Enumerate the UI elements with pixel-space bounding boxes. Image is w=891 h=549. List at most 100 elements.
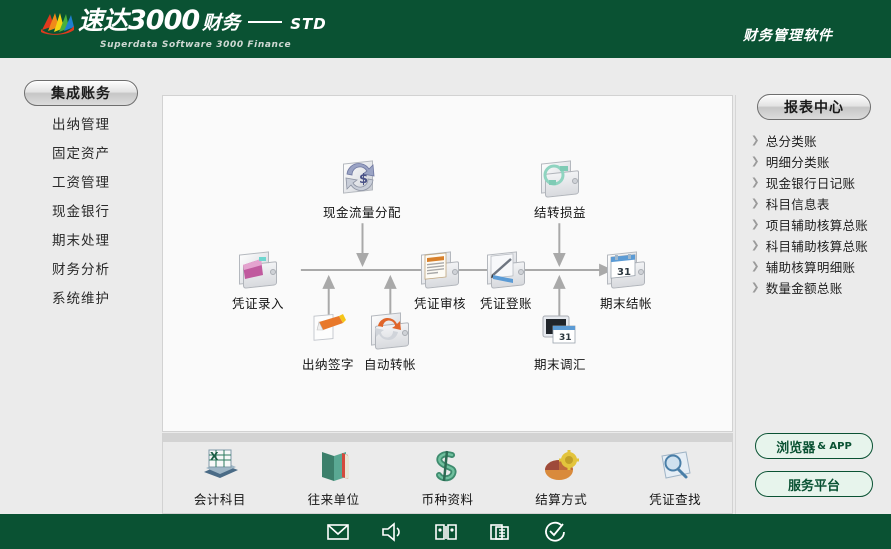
sidebar-item-fixed-assets[interactable]: 固定资产 [52,145,110,162]
left-sidebar: 集成账务 出纳管理 固定资产 工资管理 现金银行 期末处理 财务分析 系统维护 [0,58,162,514]
logo-number: 3000 [128,5,200,36]
footer-bar [0,514,891,549]
workflow-node-period-close[interactable]: 31 期末结帐 [583,249,669,312]
report-item-account-aux-ledger[interactable]: ❯ 科目辅助核算总账 [751,235,891,256]
cashier-sign-icon [305,310,351,352]
service-platform-label: 服务平台 [787,478,840,494]
currency-icon [425,448,469,486]
report-item-label: 现金银行日记账 [765,176,856,191]
chevron-right-icon: ❯ [751,261,760,272]
svg-text:31: 31 [617,267,631,278]
chevron-right-icon: ❯ [751,198,760,209]
ledger-accounts-icon: X [198,448,242,486]
shortcut-voucher-search[interactable]: 凭证查找 [627,448,723,508]
shortcut-label: 往来单位 [307,492,360,507]
shortcut-partner-units[interactable]: 往来单位 [286,448,382,508]
shortcut-label: 凭证查找 [649,492,702,507]
shortcut-bar: X 会计科目 往来单位 [162,442,733,514]
fx-adjust-icon: 31 [537,310,583,352]
sidebar-item-financial-analysis[interactable]: 财务分析 [52,261,110,278]
sidebar-item-payroll[interactable]: 工资管理 [52,174,110,191]
report-item-label: 数量金额总账 [765,281,843,296]
shortcut-settlement[interactable]: 结算方式 [513,448,609,508]
report-item-label: 项目辅助核算总账 [765,218,869,233]
settlement-icon [539,448,583,486]
voucher-entry-icon [235,249,281,291]
workflow-node-cashier-sign[interactable]: 出纳签字 [285,310,371,373]
shortcut-separator [162,433,733,442]
workflow-label: 凭证录入 [231,296,284,311]
partner-units-icon [312,448,356,486]
report-item-qty-amount-ledger[interactable]: ❯ 数量金额总账 [751,277,891,298]
browser-button-label: 浏览器 [776,440,816,456]
workflow-node-voucher-post[interactable]: 凭证登账 [463,249,549,312]
report-item-label: 科目信息表 [765,197,830,212]
chevron-right-icon: ❯ [751,177,760,188]
book-icon[interactable] [434,521,458,543]
report-item-cash-bank-journal[interactable]: ❯ 现金银行日记账 [751,172,891,193]
chevron-right-icon: ❯ [751,135,760,146]
workflow-node-fx-adjust[interactable]: 31 期末调汇 [517,310,603,373]
chevron-right-icon: ❯ [751,156,760,167]
voucher-search-icon [653,448,697,486]
shortcut-label: 结算方式 [535,492,588,507]
sidebar-item-system-maintenance[interactable]: 系统维护 [52,290,110,307]
workflow-node-cash-flow[interactable]: $ 现金流量分配 [319,158,405,221]
report-item-subsidiary-ledger[interactable]: ❯ 明细分类账 [751,151,891,172]
voucher-post-icon [483,249,529,291]
sidebar-item-integrated-accounting[interactable]: 集成账务 [24,80,138,106]
workflow-panel: $ 现金流量分配 结转损益 [162,95,733,432]
workflow-label: 凭证登账 [479,296,532,311]
workflow-label: 现金流量分配 [322,205,401,220]
browser-and-app-button[interactable]: 浏览器 & APP [755,433,873,459]
report-item-account-info[interactable]: ❯ 科目信息表 [751,193,891,214]
svg-text:X: X [210,450,219,463]
workflow-node-profit-transfer[interactable]: 结转损益 [517,158,603,221]
report-item-label: 总分类账 [765,134,817,149]
mail-icon[interactable] [326,521,350,543]
shortcut-currency[interactable]: 币种资料 [399,448,495,508]
chevron-right-icon: ❯ [751,282,760,293]
sidebar-item-cashier[interactable]: 出纳管理 [52,116,110,133]
logo-edition: STD [290,15,327,33]
workflow-node-voucher-entry[interactable]: 凭证录入 [215,249,301,312]
workflow-node-voucher-audit[interactable]: 凭证审核 [397,249,483,312]
report-item-label: 科目辅助核算总账 [765,239,869,254]
period-close-icon: 31 [603,249,649,291]
report-item-label: 明细分类账 [765,155,830,170]
chevron-right-icon: ❯ [751,240,760,251]
voucher-audit-icon [417,249,463,291]
sidebar-item-period-end[interactable]: 期末处理 [52,232,110,249]
service-platform-button[interactable]: 服务平台 [755,471,873,497]
speaker-icon[interactable] [380,521,404,543]
workflow-label: 结转损益 [533,205,586,220]
workflow-label: 出纳签字 [301,357,354,372]
sidebar-item-cash-bank[interactable]: 现金银行 [52,203,110,220]
logo-subtitle: Superdata Software 3000 Finance [100,40,292,50]
workflow-label: 凭证审核 [413,296,466,311]
copy-icon[interactable] [488,521,512,543]
shortcut-ledger-accounts[interactable]: X 会计科目 [172,448,268,508]
workflow-node-auto-transfer[interactable]: 自动转帐 [347,310,433,373]
svg-text:31: 31 [559,333,572,343]
workflow-label: 期末结帐 [599,296,652,311]
chevron-right-icon: ❯ [751,219,760,230]
report-item-aux-detail-ledger[interactable]: ❯ 辅助核算明细账 [751,256,891,277]
svg-text:$: $ [359,172,368,187]
report-center-title[interactable]: 报表中心 [757,94,871,120]
auto-transfer-icon [367,310,413,352]
browser-button-suffix: & APP [817,440,852,452]
report-item-project-aux-ledger[interactable]: ❯ 项目辅助核算总账 [751,214,891,235]
report-item-general-ledger[interactable]: ❯ 总分类账 [751,130,891,151]
shortcut-label: 会计科目 [193,492,246,507]
right-panel-divider [735,95,736,515]
logo-divider-dash [248,21,283,23]
page-title: 财务管理软件 [743,28,833,44]
shortcut-label: 币种资料 [421,492,474,507]
check-circle-icon[interactable] [542,521,566,543]
workflow-label: 自动转帐 [363,357,416,372]
brand-logo-icon [41,13,74,35]
